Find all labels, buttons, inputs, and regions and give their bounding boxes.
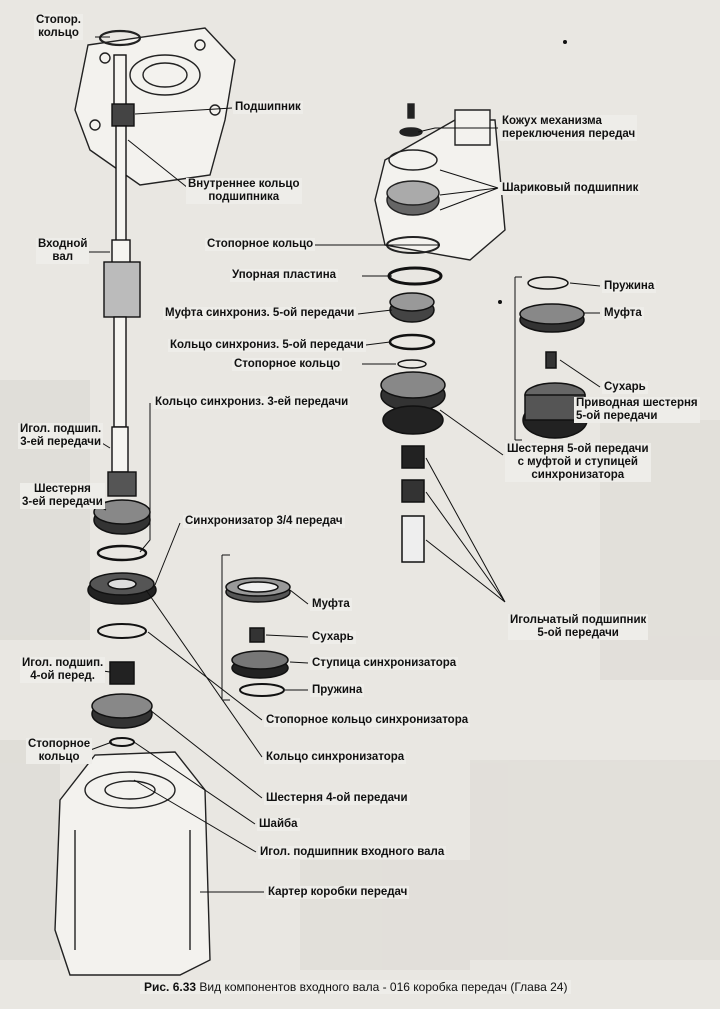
label-key: Сухарь (310, 631, 356, 644)
label-sleeve-right: Муфта (602, 307, 644, 320)
figure-caption: Рис. 6.33 Вид компонентов входного вала … (140, 980, 572, 994)
label-sleeve: Муфта (310, 598, 352, 611)
label-synchronizer-34: Синхронизатор 3/4 передач (183, 515, 345, 528)
label-gearbox-housing: Картер коробки передач (266, 886, 410, 899)
label-washer: Шайба (257, 818, 300, 831)
left-parts-stack (87, 499, 157, 791)
right-housing (374, 103, 506, 261)
label-spring: Пружина (310, 684, 365, 697)
label-thrust-plate: Упорная пластина (230, 269, 339, 282)
label-sync-ring: Кольцо синхронизатора (264, 751, 407, 764)
label-input-shaft-needle-bearing: Игол. подшипник входного вала (258, 846, 447, 859)
dots (498, 40, 567, 304)
label-sync-sleeve-5th: Муфта синхрониз. 5-ой передачи (163, 307, 357, 320)
figure-number: Рис. 6.33 (144, 980, 197, 994)
label-needle-bearing-4th: Игол. подшип.4-ой перед. (20, 657, 106, 683)
label-ball-bearing: Шариковый подшипник (500, 182, 641, 195)
label-sync-hub: Ступица синхронизатора (310, 657, 459, 670)
bottom-housing (54, 751, 211, 976)
leader-lines (81, 36, 601, 893)
label-spring-right: Пружина (602, 280, 657, 293)
right-parts-stack (380, 266, 446, 563)
label-key-right: Сухарь (602, 381, 648, 394)
figure-caption-text: Вид компонентов входного вала - 016 коро… (196, 980, 568, 994)
label-sync-ring-3rd: Кольцо синхрониз. 3-ей передачи (153, 396, 351, 409)
label-sync-ring-5th: Кольцо синхрониз. 5-ой передачи (168, 339, 366, 352)
label-bearing: Подшипник (233, 101, 303, 114)
label-text: Стопор.кольцо (36, 14, 82, 39)
label-retaining-ring-1: Стопорное кольцо (205, 238, 316, 251)
label-sync-retaining-ring: Стопорное кольцо синхронизатора (264, 714, 471, 727)
synchronizer-34-parts (221, 554, 291, 701)
label-retaining-ring-top: Стопор.кольцо (34, 14, 84, 40)
label-retaining-ring-2: Стопорное кольцо (232, 358, 343, 371)
label-gear-4th: Шестерня 4-ой передачи (264, 792, 410, 805)
label-needle-bearing-3rd: Игол. подшип.3-ей передачи (18, 423, 104, 449)
input-shaft (103, 54, 141, 497)
